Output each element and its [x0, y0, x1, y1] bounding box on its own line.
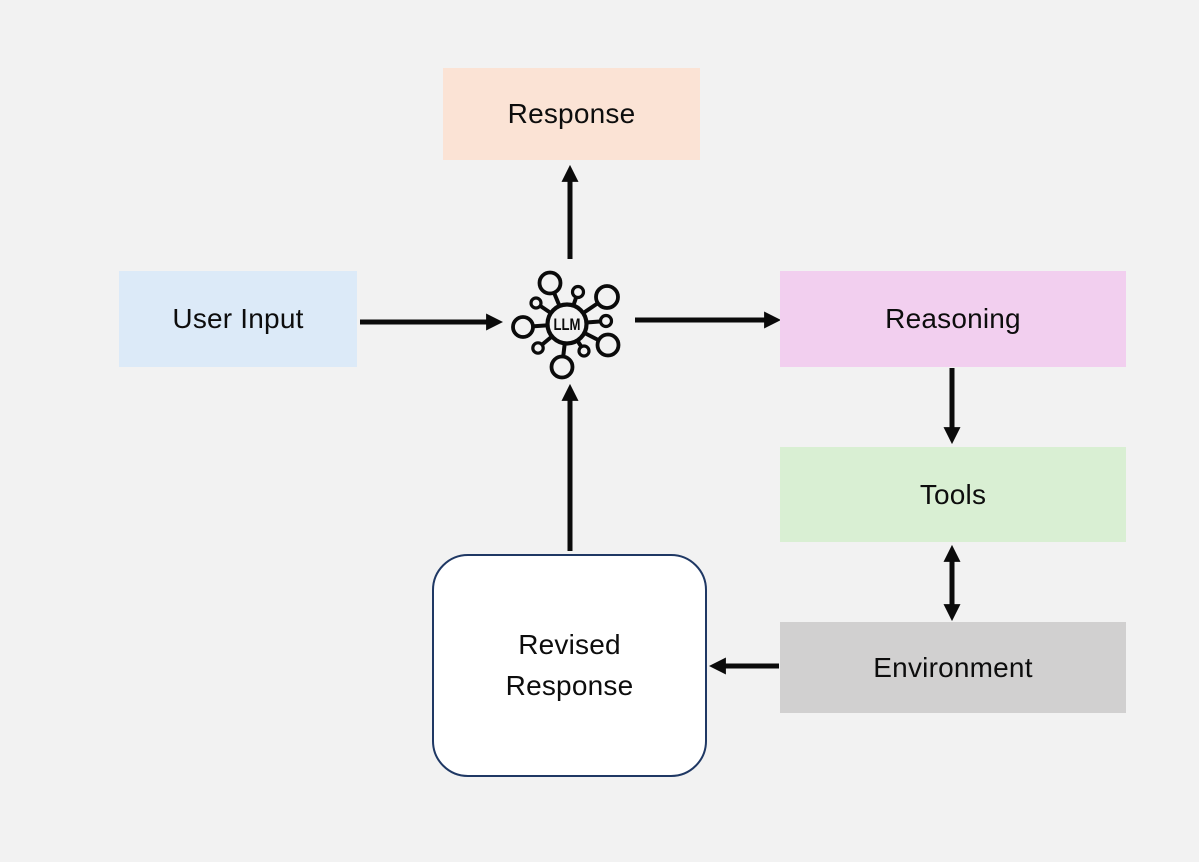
node-reasoning-label: Reasoning: [885, 303, 1021, 334]
llm-node-label: LLM: [554, 315, 581, 334]
node-response: Response: [443, 68, 700, 160]
node-tools: Tools: [780, 447, 1126, 542]
node-revised-response-label: Revised Response: [505, 628, 634, 701]
node-revised-response: Revised Response: [432, 554, 707, 777]
node-user-input: User Input: [119, 271, 357, 367]
llm-hub-icon: LLM: [511, 270, 621, 380]
node-response-label: Response: [507, 98, 636, 129]
node-reasoning: Reasoning: [780, 271, 1126, 367]
node-tools-label: Tools: [919, 478, 987, 510]
node-environment: Environment: [780, 622, 1126, 713]
node-environment-label: Environment: [873, 651, 1033, 683]
node-user-input-label: User Input: [172, 303, 304, 334]
